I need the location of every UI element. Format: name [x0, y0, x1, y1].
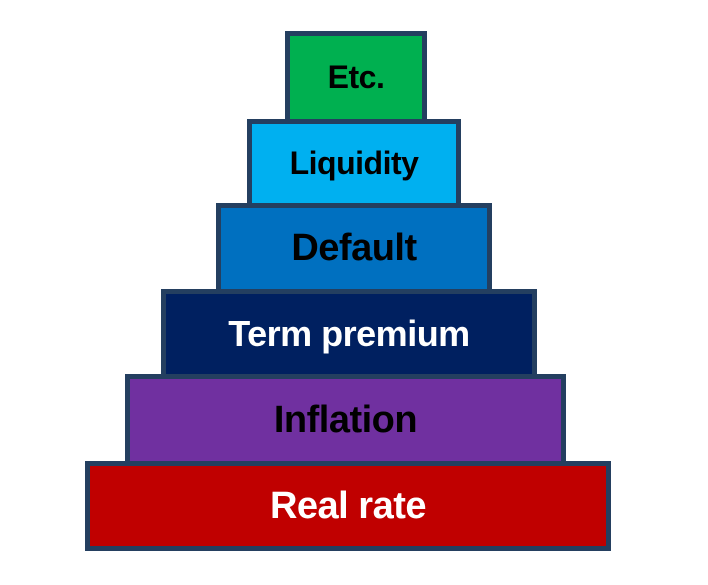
layer-label: Etc.	[327, 59, 385, 95]
layer-label: Default	[291, 227, 417, 269]
layer-term-premium: Term premium	[161, 289, 537, 379]
layer-label: Real rate	[269, 484, 427, 527]
layer-liquidity: Liquidity	[247, 119, 461, 208]
layer-label: Inflation	[273, 398, 418, 441]
layer-real-rate: Real rate	[85, 461, 611, 551]
layer-etc: Etc.	[285, 31, 427, 124]
layer-inflation: Inflation	[125, 374, 566, 466]
layer-default: Default	[216, 203, 492, 294]
layer-label: Liquidity	[289, 145, 419, 181]
layer-label: Term premium	[228, 313, 470, 354]
